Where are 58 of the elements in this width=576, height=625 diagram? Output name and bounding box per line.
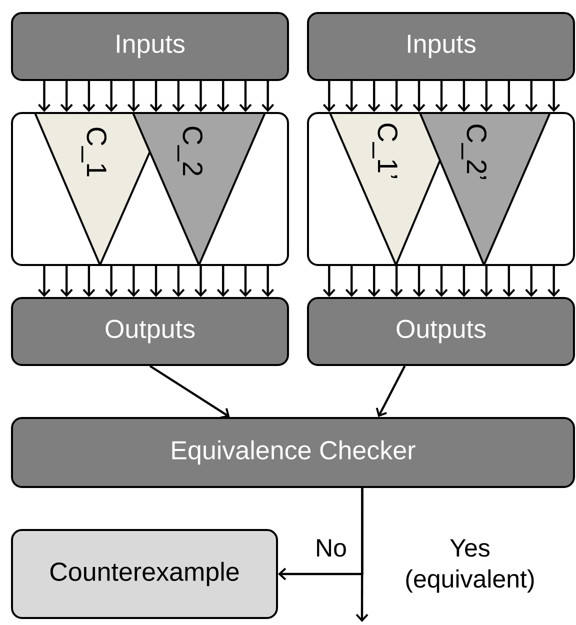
arrow — [368, 266, 380, 297]
arrow — [60, 81, 73, 112]
arrow — [548, 266, 560, 297]
arrow — [262, 81, 274, 112]
arrow — [105, 81, 118, 112]
arrow — [480, 81, 493, 112]
arrow — [194, 266, 207, 297]
arrow — [345, 81, 358, 112]
arrow — [60, 266, 73, 297]
arrow — [368, 81, 380, 112]
arrow — [412, 266, 426, 297]
arrow — [435, 266, 448, 297]
arrow — [239, 266, 252, 297]
arrow — [239, 81, 252, 112]
arrow — [127, 266, 140, 297]
result-box: Counterexample — [11, 529, 278, 619]
arrow — [412, 81, 426, 112]
arrow — [216, 81, 230, 112]
process-box: Inputs — [307, 12, 575, 81]
arrow — [127, 81, 140, 112]
arrow — [525, 81, 538, 112]
arrow — [150, 81, 162, 112]
arrow — [38, 266, 50, 297]
edge-label: Yes (equivalent) — [406, 539, 534, 593]
edge-label: No — [317, 539, 346, 557]
arrow — [390, 81, 403, 112]
arrow — [322, 81, 336, 112]
process-box: Outputs — [11, 297, 289, 366]
arrow — [82, 266, 96, 297]
circuit-triangle: C_2’ — [419, 112, 551, 266]
arrow — [216, 266, 230, 297]
arrow — [435, 81, 448, 112]
process-box: Outputs — [307, 297, 575, 366]
arrow — [345, 266, 358, 297]
arrow — [105, 266, 118, 297]
arrow — [356, 488, 368, 622]
arrow — [458, 81, 470, 112]
process-box: Inputs — [11, 12, 289, 81]
arrow — [172, 81, 185, 112]
arrow — [38, 81, 50, 112]
arrow — [458, 266, 470, 297]
arrow — [390, 266, 403, 297]
circuit-triangle: C_2 — [132, 112, 266, 266]
arrow — [480, 266, 493, 297]
arrow — [525, 266, 538, 297]
arrow — [502, 81, 516, 112]
process-box: Equivalence Checker — [11, 417, 575, 488]
arrow — [172, 266, 185, 297]
arrow — [82, 81, 96, 112]
arrow — [322, 266, 336, 297]
arrow — [194, 81, 207, 112]
arrow — [548, 81, 560, 112]
arrow — [262, 266, 274, 297]
circuit-triangle: C_1 — [34, 112, 168, 266]
arrow — [150, 266, 162, 297]
arrow — [149, 365, 230, 419]
arrow — [502, 266, 516, 297]
arrow — [376, 365, 406, 417]
